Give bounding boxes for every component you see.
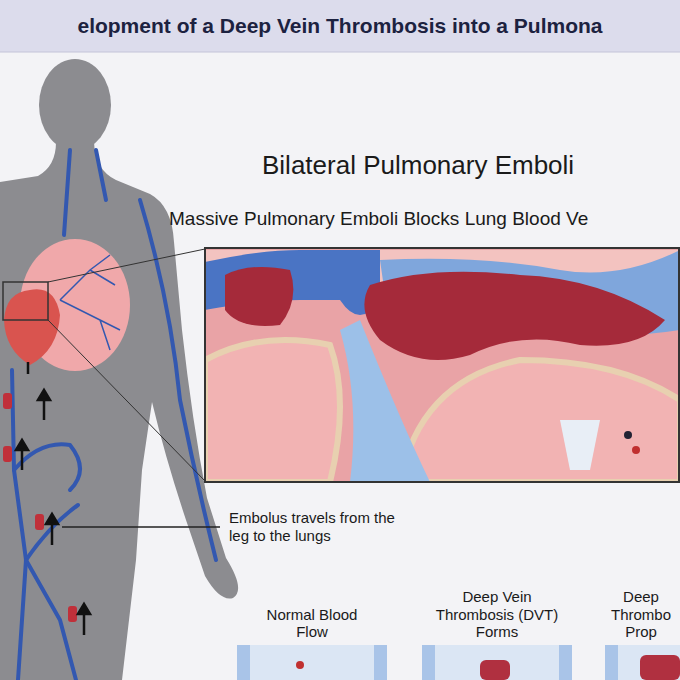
embolus [225, 267, 293, 326]
heart [4, 289, 60, 365]
neck-vein [96, 150, 106, 200]
clot [68, 606, 77, 622]
leader-line [62, 526, 220, 528]
valve [560, 420, 600, 470]
stage-panel: Deep Thrombo Prop [607, 588, 675, 640]
cell [296, 661, 304, 669]
vessel-panel [605, 645, 680, 680]
leg-vein [26, 560, 76, 680]
clot [3, 393, 12, 409]
neck-vein [64, 150, 70, 235]
vessel-panel [237, 645, 387, 680]
heart-chamber [206, 340, 340, 481]
section-heading: Bilateral Pulmonary Emboli [262, 150, 574, 181]
vessel [340, 320, 430, 481]
vessel-lumen [618, 645, 680, 680]
title-rule [0, 52, 680, 53]
inset-frame [205, 248, 679, 482]
zoom-line [48, 249, 205, 282]
callout-label: Embolus travels from the leg to the lung… [226, 508, 418, 546]
cell [632, 446, 640, 454]
embolus [364, 272, 665, 360]
vessel-lumen [250, 645, 374, 680]
inset-panel [205, 248, 679, 482]
stage-panel: Normal Blood Flow [256, 606, 368, 641]
vessel-lumen [435, 645, 559, 680]
panel-label: Deep Vein Thrombosis (DVT) Forms [427, 588, 567, 640]
veins [12, 150, 216, 680]
cell [624, 431, 632, 439]
panel-label: Deep Thrombo Prop [607, 588, 675, 640]
heart-chamber [400, 360, 678, 481]
title-band [0, 0, 680, 52]
panel-heading: Massive Pulmonary Emboli Blocks Lung Blo… [165, 208, 588, 230]
inset-illustration [206, 250, 678, 481]
zoom-frame [3, 282, 48, 320]
vessel-panel [422, 645, 572, 680]
inset-panel: Massive Pulmonary Emboli Blocks Lung Blo… [165, 208, 680, 230]
vessel-panels [237, 645, 680, 680]
zoom-line [48, 320, 205, 481]
title-band-text: elopment of a Deep Vein Thrombosis into … [0, 0, 680, 52]
panel-label: Normal Blood Flow [256, 606, 368, 641]
clot [640, 655, 680, 680]
flow-arrows [16, 362, 90, 635]
branch-vein [26, 505, 78, 560]
diagram-title: elopment of a Deep Vein Thrombosis into … [77, 14, 602, 38]
stage-panel: Deep Vein Thrombosis (DVT) Forms [427, 588, 567, 640]
clot [480, 660, 510, 680]
clot [3, 446, 12, 462]
clot [35, 514, 44, 530]
main-vein [12, 370, 26, 680]
head-silhouette [39, 59, 111, 151]
